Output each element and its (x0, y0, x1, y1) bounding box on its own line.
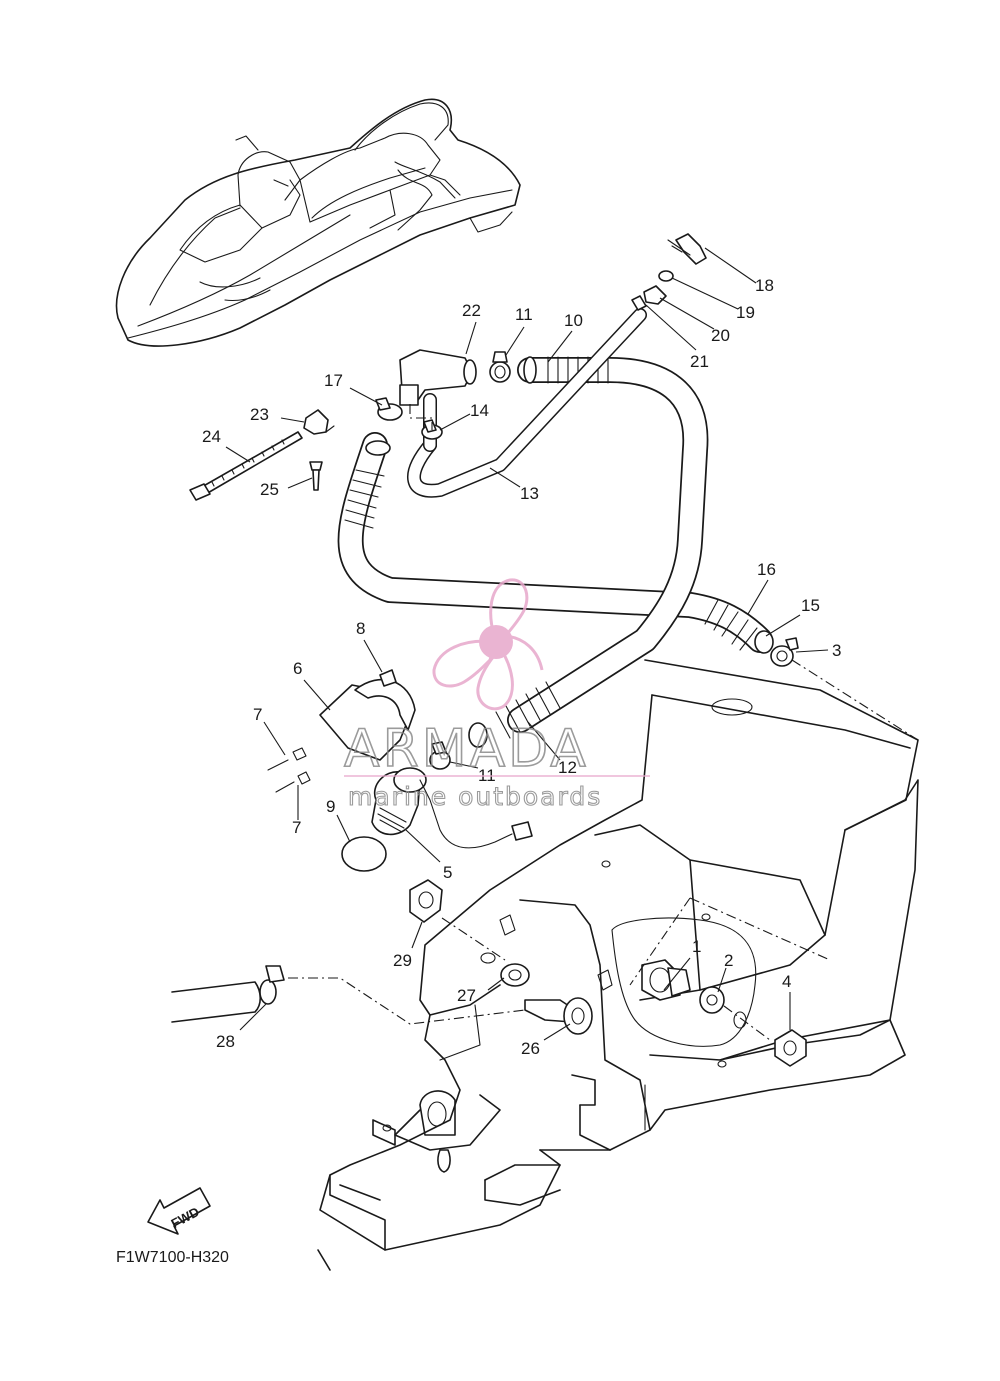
callout-15: 15 (801, 596, 820, 615)
washer-2 (699, 986, 725, 1014)
clip-23 (303, 409, 335, 435)
callout-18: 18 (755, 276, 774, 295)
callout-23: 23 (250, 405, 269, 424)
clamp-11-top (489, 351, 511, 383)
callout-19: 19 (736, 303, 755, 322)
fitting-1 (641, 959, 691, 1001)
elbow-fitting-22 (399, 349, 477, 406)
callout-2: 2 (724, 951, 733, 970)
callout-4: 4 (782, 972, 791, 991)
bracket-6-8 (319, 669, 416, 761)
clamp-3 (770, 637, 799, 667)
hull-compartment (317, 659, 919, 1271)
cable-tie-24 (189, 431, 303, 501)
callout-12: 12 (558, 758, 577, 777)
clamp-11-lower (429, 741, 451, 770)
callout-6: 6 (293, 659, 302, 678)
callout-7-upper: 7 (253, 705, 262, 724)
watercraft-illustration (115, 98, 521, 347)
callout-16: 16 (757, 560, 776, 579)
bilge-pump-5 (371, 767, 533, 849)
propeller-icon (432, 578, 544, 711)
rivets-7 (267, 747, 311, 793)
callout-21: 21 (690, 352, 709, 371)
callout-20: 20 (711, 326, 730, 345)
hose-corrugation-12 (495, 681, 561, 739)
washer-27 (500, 963, 530, 987)
watermark-brand: ARMADA (344, 719, 589, 779)
assembly-lines (288, 404, 919, 1041)
callout-labels: 1 2 3 4 5 6 7 7 8 9 10 11 11 12 13 14 15… (202, 276, 841, 1058)
fwd-arrow-icon: FWD (147, 1187, 211, 1235)
clamp-14 (421, 419, 443, 440)
callout-22: 22 (462, 301, 481, 320)
callout-11-upper: 11 (515, 305, 533, 324)
callout-24: 24 (202, 427, 221, 446)
callout-17: 17 (324, 371, 343, 390)
callout-14: 14 (470, 401, 489, 420)
callout-29: 29 (393, 951, 412, 970)
callout-13: 13 (520, 484, 539, 503)
clamp-17 (375, 397, 403, 421)
callout-5: 5 (443, 863, 452, 882)
hose-corrugation-16 (344, 469, 758, 651)
callout-7-lower: 7 (292, 818, 301, 837)
watermark-tagline: marine outboards (348, 782, 602, 811)
callout-10: 10 (564, 311, 583, 330)
callout-25: 25 (260, 480, 279, 499)
watermark: ARMADA marine outboards (343, 578, 650, 812)
fitting-26 (524, 997, 593, 1035)
fitting-18-21 (631, 233, 707, 311)
rivet-25 (309, 461, 323, 491)
disc-9 (341, 836, 387, 872)
nut-4 (774, 1029, 807, 1067)
nut-29 (409, 879, 443, 923)
callout-28: 28 (216, 1032, 235, 1051)
drawing-code: F1W7100-H320 (116, 1249, 229, 1266)
callout-27: 27 (457, 986, 476, 1005)
callout-8: 8 (356, 619, 365, 638)
callout-9: 9 (326, 797, 335, 816)
callout-3: 3 (832, 641, 841, 660)
hose-clamp-28 (171, 965, 285, 1023)
hose-assembly (337, 308, 774, 748)
leader-lines (225, 247, 829, 1041)
callout-26: 26 (521, 1039, 540, 1058)
callout-1: 1 (692, 937, 701, 956)
